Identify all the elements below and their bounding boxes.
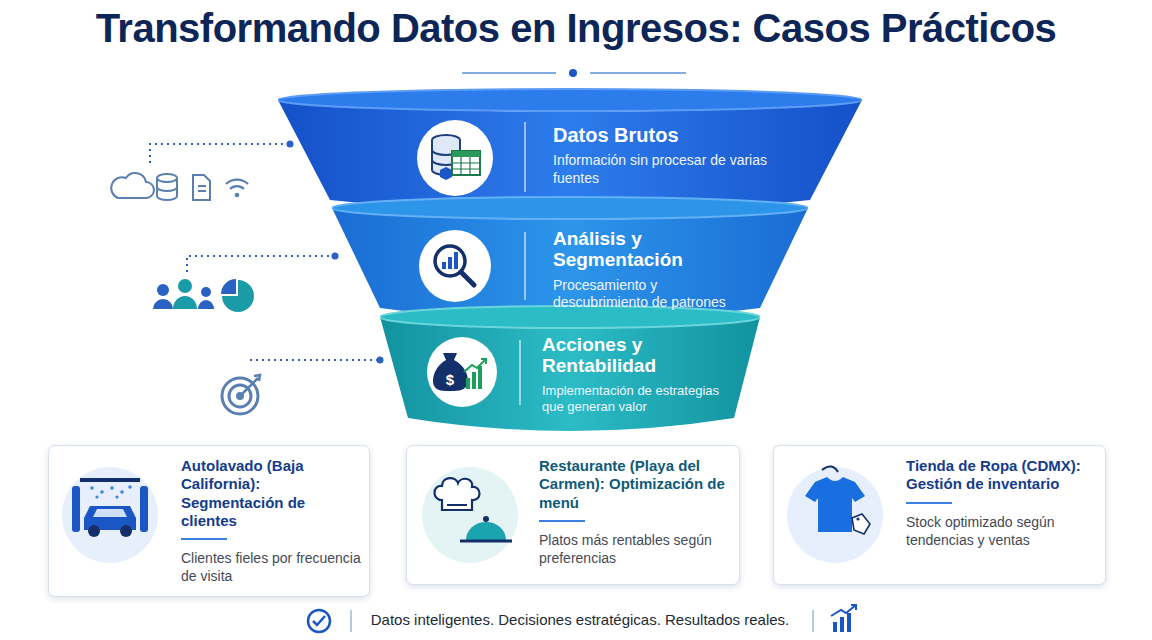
case-card: Autolavado (Baja California): Segmentaci… bbox=[48, 445, 370, 597]
card-description: Clientes fieles por frecuencia de visita bbox=[181, 549, 361, 585]
card-heading: Tienda de Ropa (CDMX): Gestión de invent… bbox=[906, 457, 1098, 494]
caption: Datos inteligentes. Decisiones estratégi… bbox=[360, 611, 800, 628]
band-text: Análisis y SegmentaciónProcesamiento y d… bbox=[553, 228, 738, 312]
divider bbox=[181, 538, 227, 540]
card-description: Platos más rentables según preferencias bbox=[539, 531, 731, 567]
band-description: Procesamiento y descubrimiento de patron… bbox=[553, 277, 738, 312]
band-rim bbox=[380, 306, 760, 328]
band-description: Implementación de estrategias que genera… bbox=[542, 383, 738, 416]
card-text: Autolavado (Baja California): Segmentaci… bbox=[181, 457, 361, 586]
band-body-shape bbox=[332, 208, 808, 321]
card-text: Restaurante (Playa del Carmen): Optimiza… bbox=[539, 457, 731, 567]
band-text: Acciones y RentabilidadImplementación de… bbox=[542, 334, 738, 415]
title: Transformando Datos en Ingresos: Casos P… bbox=[0, 6, 1152, 51]
case-card: Tienda de Ropa (CDMX): Gestión de invent… bbox=[773, 445, 1106, 585]
band-heading: Análisis y Segmentación bbox=[553, 228, 738, 271]
band-description: Información sin procesar de varias fuent… bbox=[553, 152, 783, 187]
divider bbox=[906, 502, 952, 504]
funnel-band: Análisis y SegmentaciónProcesamiento y d… bbox=[332, 194, 808, 324]
card-heading: Restaurante (Playa del Carmen): Optimiza… bbox=[539, 457, 731, 512]
svg-text:$: $ bbox=[446, 371, 455, 388]
divider bbox=[539, 520, 585, 522]
band-heading: Acciones y Rentabilidad bbox=[542, 334, 738, 377]
band-rim bbox=[332, 197, 808, 219]
band-text: Datos BrutosInformación sin procesar de … bbox=[553, 124, 783, 187]
card-text: Tienda de Ropa (CDMX): Gestión de invent… bbox=[906, 457, 1098, 549]
case-card: Restaurante (Playa del Carmen): Optimiza… bbox=[406, 445, 740, 585]
funnel-band: Acciones y RentabilidadImplementación de… bbox=[380, 303, 760, 434]
band-body-shape bbox=[380, 317, 760, 431]
band-rim bbox=[278, 89, 862, 111]
band-heading: Datos Brutos bbox=[553, 124, 783, 146]
card-heading: Autolavado (Baja California): Segmentaci… bbox=[181, 457, 361, 530]
card-description: Stock optimizado según tendencias y vent… bbox=[906, 513, 1098, 549]
